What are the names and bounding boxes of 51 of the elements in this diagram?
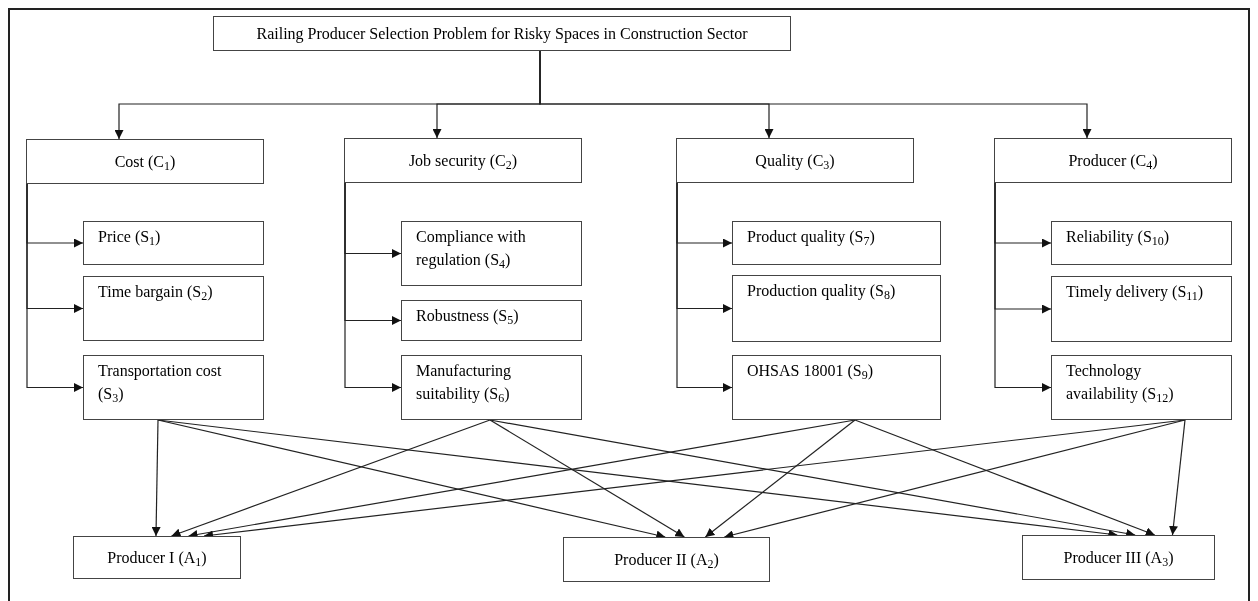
node-label: Price (S$_{1}$) bbox=[98, 227, 162, 249]
sub-criterion-box bbox=[83, 221, 264, 265]
criterion-box bbox=[344, 138, 582, 183]
arrow bbox=[344, 182, 402, 392]
arrow bbox=[854, 419, 1156, 536]
node-label: Production quality (S$_{8}$) bbox=[747, 281, 897, 303]
arrow bbox=[489, 419, 685, 538]
node-label: Robustness (S$_{5}$) bbox=[416, 306, 520, 328]
arrow bbox=[170, 419, 491, 538]
sub-criterion-box bbox=[83, 355, 264, 420]
node-label: Time bargain (S$_{2}$) bbox=[98, 282, 214, 304]
criterion-box bbox=[26, 139, 264, 184]
criterion-box bbox=[676, 138, 914, 183]
node-label: Cost (C$_{1}$) bbox=[113, 151, 177, 174]
sub-criterion-box bbox=[732, 221, 941, 265]
node-label: Producer (C$_{4}$) bbox=[1067, 150, 1159, 173]
arrow bbox=[676, 182, 733, 392]
node-label: Job security (C$_{2}$) bbox=[407, 150, 519, 173]
node-label: Producer I (A$_{1}$) bbox=[106, 547, 208, 570]
alternative-box bbox=[73, 536, 241, 579]
sub-criterion-box bbox=[401, 221, 582, 286]
node-label: Producer III (A$_{3}$) bbox=[1062, 547, 1175, 570]
node-label: Producer II (A$_{2}$) bbox=[613, 549, 720, 572]
sub-criterion-box bbox=[401, 300, 582, 341]
sub-criterion-box bbox=[1051, 221, 1232, 265]
node-label: Reliability (S$_{10}$) bbox=[1066, 227, 1171, 249]
alternative-box bbox=[1022, 535, 1215, 580]
criterion-box bbox=[994, 138, 1232, 183]
sub-criterion-box bbox=[401, 355, 582, 420]
sub-criterion-box bbox=[83, 276, 264, 341]
node-label: Product quality (S$_{7}$) bbox=[747, 227, 876, 249]
arrow bbox=[26, 183, 84, 392]
node-label: Technology availability (S$_{12}$) bbox=[1066, 361, 1175, 406]
node-label: Transportation cost (S$_{3}$) bbox=[98, 361, 223, 406]
arrow bbox=[704, 419, 856, 538]
node-label: Railing Producer Selection Problem for Risky Spaces in Construction Sector bbox=[255, 23, 749, 45]
node-label: OHSAS 18001 (S$_{9}$) bbox=[747, 361, 874, 383]
alternative-box bbox=[563, 537, 770, 582]
node-label: Compliance with regulation (S$_{4}$) bbox=[416, 227, 527, 272]
title-box bbox=[213, 16, 791, 51]
arrow bbox=[539, 50, 1092, 139]
arrow bbox=[994, 182, 1052, 392]
sub-criterion-box bbox=[732, 355, 941, 420]
sub-criterion-box bbox=[1051, 276, 1232, 342]
arrow bbox=[1169, 419, 1186, 536]
sub-criterion-box bbox=[1051, 355, 1232, 420]
node-label: Manufacturing suitability (S$_{6}$) bbox=[416, 361, 513, 406]
node-label: Quality (C$_{3}$) bbox=[754, 150, 836, 173]
sub-criterion-box bbox=[732, 275, 941, 342]
arrow bbox=[151, 419, 161, 537]
node-label: Timely delivery (S$_{11}$) bbox=[1066, 282, 1205, 304]
